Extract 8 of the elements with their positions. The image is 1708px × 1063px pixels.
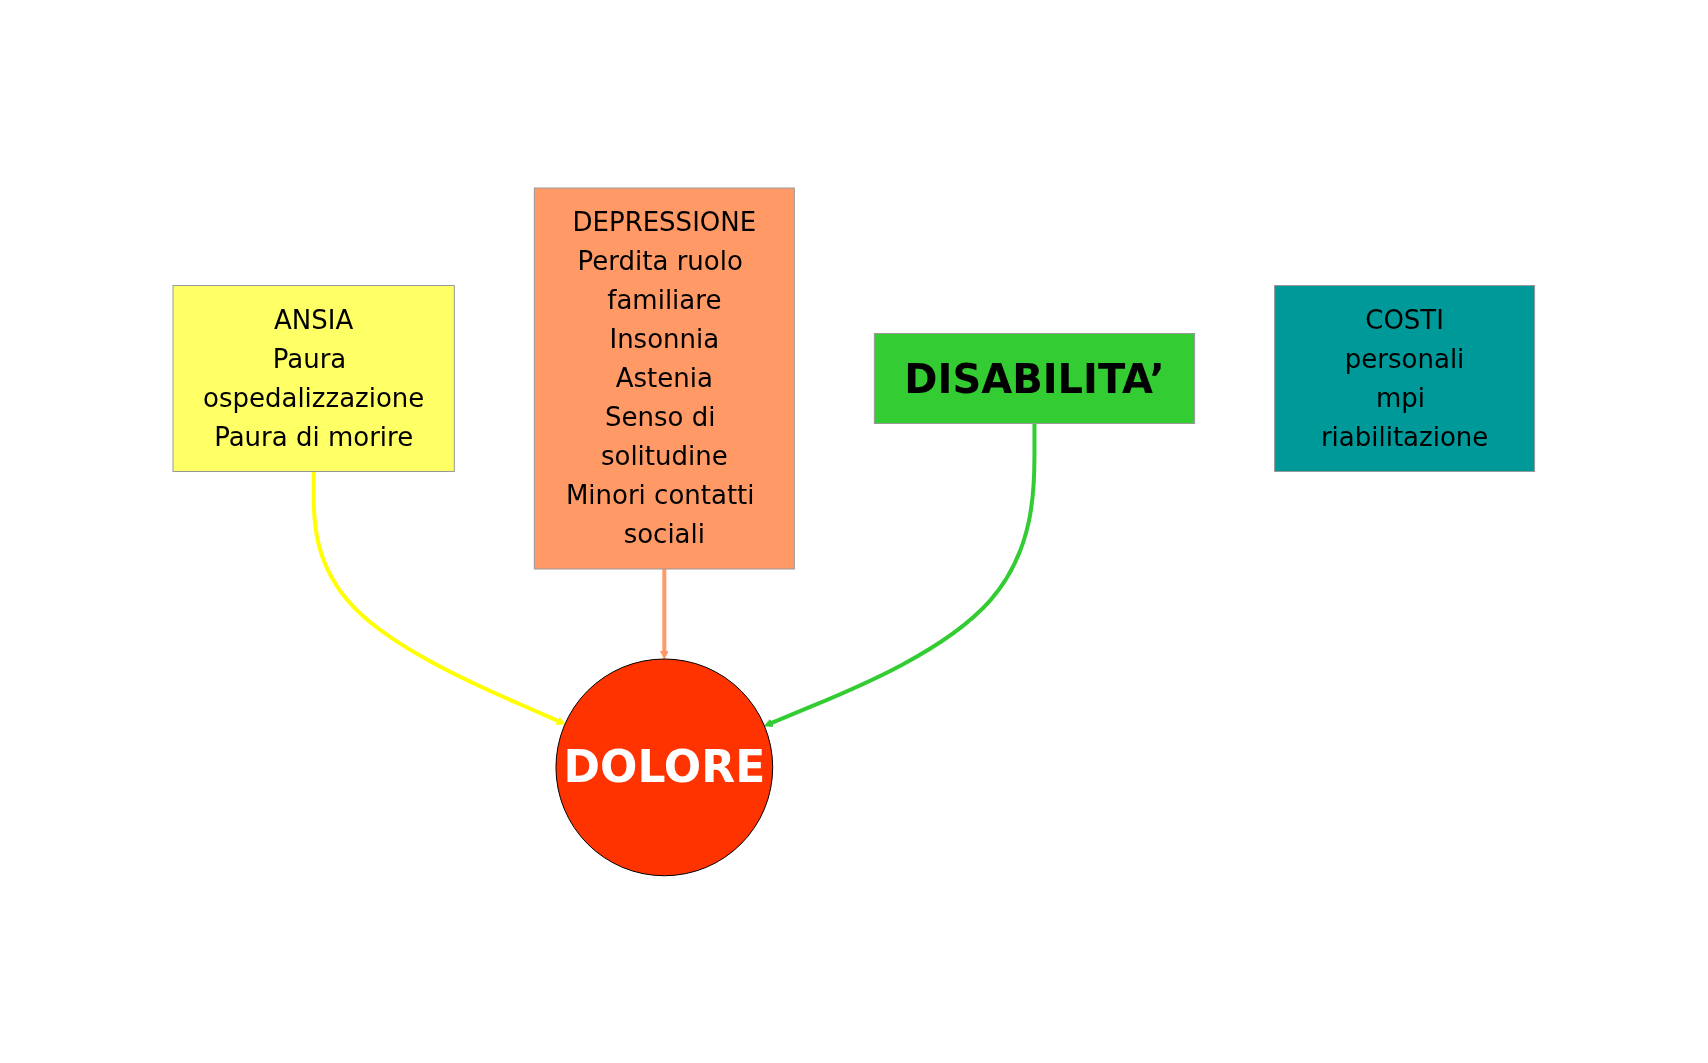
node-box: DEPRESSIONE Perdita ruolo familiare Insonnia Astenia Senso di solitudine Minori contatti sociali bbox=[534, 187, 796, 570]
node-box: DISABILITA’ bbox=[874, 332, 1196, 424]
node-box: COSTI personali mpi riabilitazione bbox=[1274, 284, 1536, 472]
arrow bbox=[311, 471, 566, 725]
node-circle: DOLORE bbox=[555, 658, 774, 876]
arrow bbox=[764, 423, 1037, 727]
node-box: ANSIA Paura ospedalizzazione Paura di morire bbox=[172, 284, 456, 472]
arrow bbox=[660, 568, 669, 660]
